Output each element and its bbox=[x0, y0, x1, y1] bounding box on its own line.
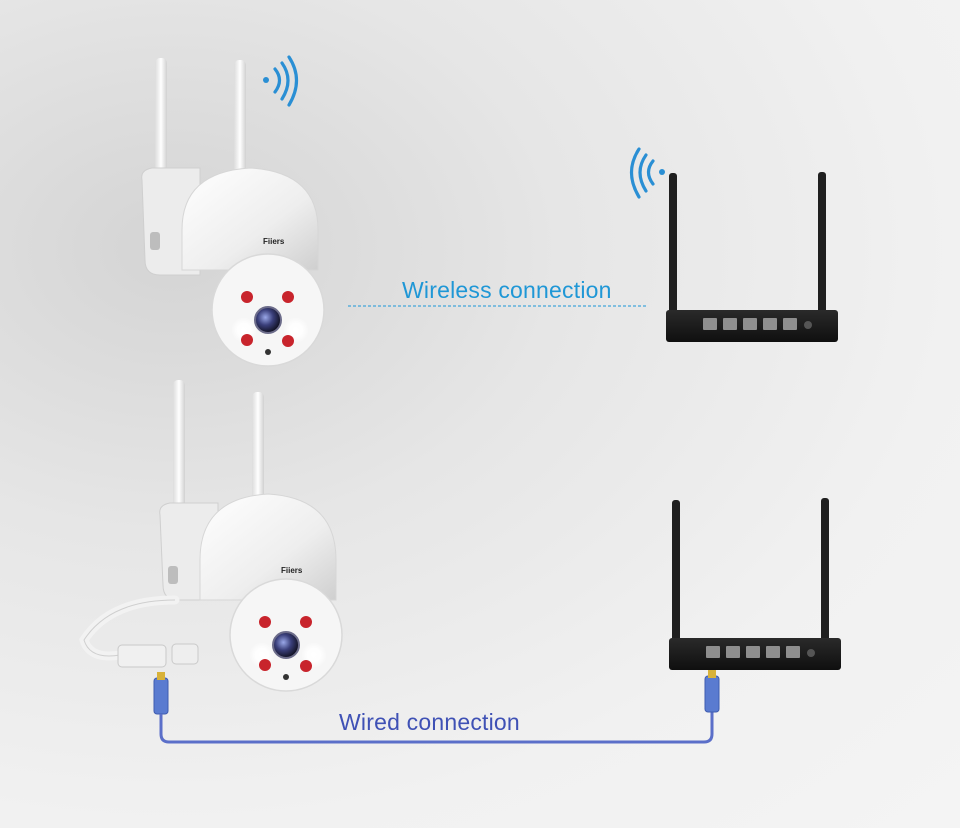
camera-antenna-left bbox=[173, 380, 185, 540]
router-antenna-right bbox=[818, 172, 826, 320]
ir-led-icon bbox=[241, 291, 253, 303]
camera-lens-icon bbox=[272, 631, 300, 659]
camera-wired: Fiiers bbox=[79, 380, 343, 715]
router-wired bbox=[669, 498, 841, 713]
router-antenna-left bbox=[669, 173, 677, 321]
camera-mount-screw bbox=[150, 232, 160, 250]
router-ports bbox=[703, 318, 797, 330]
ir-led-icon bbox=[241, 334, 253, 346]
mic-hole-icon bbox=[283, 674, 289, 680]
ir-led-icon bbox=[300, 660, 312, 672]
camera-logo: Fiiers bbox=[281, 566, 303, 575]
camera-mount-screw bbox=[168, 566, 178, 584]
mic-hole-icon bbox=[265, 349, 271, 355]
camera-antenna-right bbox=[252, 392, 264, 512]
ethernet-plug-tip bbox=[708, 670, 716, 678]
rj45-connector bbox=[117, 644, 167, 668]
camera-wireless: Fiiers bbox=[141, 55, 325, 367]
ir-led-icon bbox=[282, 291, 294, 303]
ethernet-plug-tip bbox=[157, 672, 165, 680]
router-antenna-right bbox=[821, 498, 829, 648]
camera-upper-dome bbox=[181, 167, 319, 271]
camera-cable-outline bbox=[83, 599, 176, 657]
camera-upper-dome bbox=[199, 493, 337, 601]
wireless-connection-label: Wireless connection bbox=[402, 277, 612, 303]
camera-lens-icon bbox=[254, 306, 282, 334]
wifi-signal-icon bbox=[629, 147, 665, 199]
camera-logo: Fiiers bbox=[263, 237, 285, 246]
ethernet-plug bbox=[153, 677, 169, 715]
dc-connector bbox=[171, 643, 199, 665]
ir-led-icon bbox=[282, 335, 294, 347]
ir-led-icon bbox=[259, 616, 271, 628]
ir-led-icon bbox=[300, 616, 312, 628]
camera-antenna-right bbox=[234, 60, 246, 185]
router-wireless bbox=[629, 147, 838, 342]
router-power-port-icon bbox=[807, 649, 815, 657]
ethernet-plug bbox=[704, 675, 720, 713]
router-antenna-left bbox=[672, 500, 680, 650]
router-ports bbox=[706, 646, 800, 658]
wifi-signal-icon bbox=[263, 55, 299, 107]
router-power-port-icon bbox=[804, 321, 812, 329]
wired-connection-label: Wired connection bbox=[339, 709, 520, 735]
ir-led-icon bbox=[259, 659, 271, 671]
wired-link-cable bbox=[159, 712, 714, 744]
